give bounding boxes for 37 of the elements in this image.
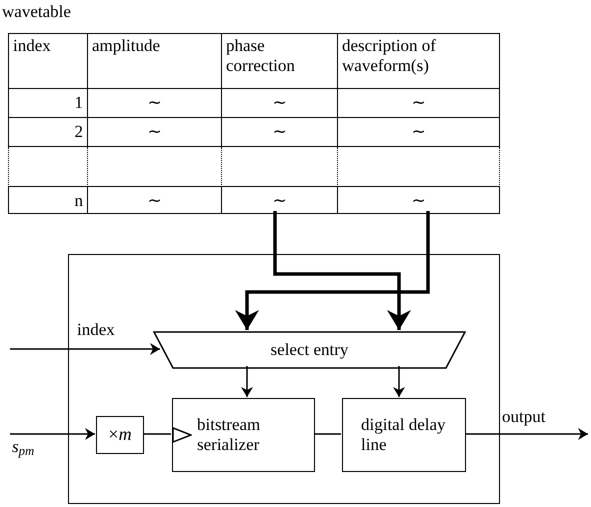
table-cell: n (8, 187, 88, 214)
table-cell: ∼ (338, 187, 500, 214)
connector-line (143, 433, 171, 435)
process-box (342, 398, 466, 472)
table-cell: index (8, 34, 88, 89)
block-label: select entry (270, 340, 348, 360)
edge-label: s$_{pm}$ (12, 437, 34, 458)
arrow (465, 428, 588, 440)
system-box (68, 254, 500, 504)
block-label: ×m (108, 424, 132, 446)
table-cell: ∼ (222, 118, 338, 147)
table-cell: ∼ (222, 187, 338, 214)
table-cell: ∼ (88, 187, 222, 214)
table-cell: amplitude (88, 34, 222, 89)
arrow (10, 428, 95, 440)
table-cell: ∼ (338, 89, 500, 118)
table-cell: phase correction (222, 34, 338, 89)
table-cell: ∼ (338, 118, 500, 147)
table-cell: description of waveform(s) (338, 34, 500, 89)
arrow (241, 366, 253, 397)
process-box (96, 416, 144, 454)
edge-label: index (77, 320, 115, 340)
connector-line (314, 433, 341, 435)
table-cell: ∼ (88, 89, 222, 118)
table-title: wavetable (2, 2, 71, 22)
block-label: bitstream serializer (196, 414, 262, 456)
arrow (10, 343, 160, 355)
edge-label: output (502, 407, 546, 428)
block-label: digital delay line (360, 414, 447, 456)
arrow (235, 211, 430, 330)
table-cell: ∼ (222, 89, 338, 118)
table-cell: ∼ (88, 118, 222, 147)
table-cell: 2 (8, 118, 88, 147)
process-box (172, 398, 315, 472)
arrow (393, 366, 405, 397)
arrow (273, 211, 411, 330)
table-cell: 1 (8, 89, 88, 118)
